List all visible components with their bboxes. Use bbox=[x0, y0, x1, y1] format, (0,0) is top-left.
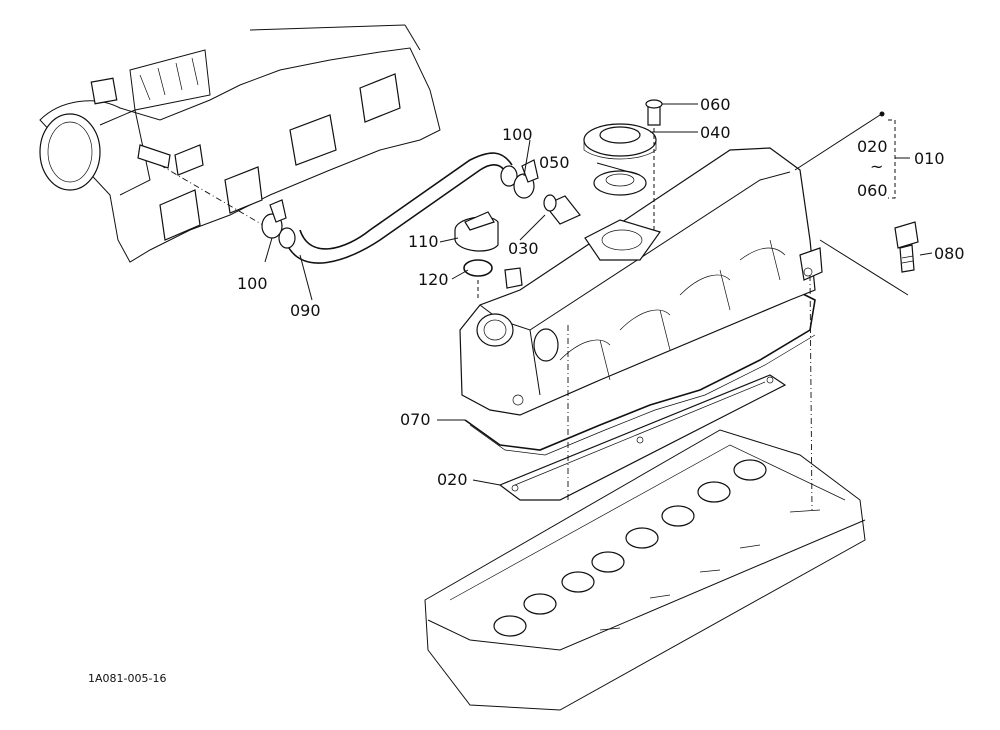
range-to: 060 bbox=[857, 181, 888, 200]
oil-filler-cap bbox=[454, 211, 499, 252]
gasket-070 bbox=[464, 289, 816, 456]
pipe-030 bbox=[543, 194, 581, 225]
o-ring bbox=[463, 259, 493, 277]
label-020: 020 bbox=[437, 470, 468, 489]
range-bracket bbox=[888, 119, 896, 199]
label-050: 050 bbox=[539, 153, 570, 172]
center-lines bbox=[567, 111, 909, 511]
breather-hose bbox=[278, 152, 518, 264]
gasket-020 bbox=[498, 374, 787, 501]
label-040: 040 bbox=[700, 123, 731, 142]
range-tilde: ~ bbox=[870, 157, 883, 176]
label-090: 090 bbox=[290, 301, 321, 320]
range-from: 020 bbox=[857, 137, 888, 156]
label-070: 070 bbox=[400, 410, 431, 429]
label-010: 010 bbox=[914, 149, 945, 168]
label-030: 030 bbox=[508, 239, 539, 258]
manifold bbox=[39, 24, 441, 263]
drawing-code: 1A081-005-16 bbox=[88, 672, 166, 685]
part-labels: 060 040 050 100 030 110 120 100 090 070 … bbox=[237, 95, 965, 489]
label-100-right: 100 bbox=[502, 125, 533, 144]
valve-cover bbox=[459, 147, 823, 416]
leader-lines bbox=[264, 103, 933, 486]
breather-assembly bbox=[583, 99, 663, 261]
label-060: 060 bbox=[700, 95, 731, 114]
cover-bolt bbox=[894, 221, 919, 273]
label-100-left: 100 bbox=[237, 274, 268, 293]
hose-clamp-left bbox=[261, 199, 287, 239]
label-080: 080 bbox=[934, 244, 965, 263]
label-120: 120 bbox=[418, 270, 449, 289]
label-110: 110 bbox=[408, 232, 439, 251]
valve-ports bbox=[493, 459, 767, 637]
cylinder-head bbox=[424, 429, 866, 711]
